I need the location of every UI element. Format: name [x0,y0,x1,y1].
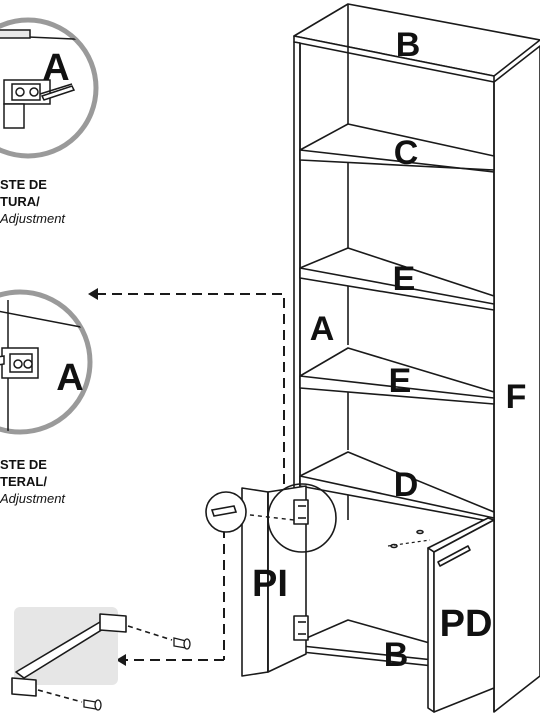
height-adjust-caption-line1: STE DE [0,177,47,192]
screw-upper [173,637,191,650]
door-PI [241,485,309,677]
lateral-adjust-caption-line2: TERAL/ [0,474,47,489]
lateral-adjust-caption: STE DE TERAL/ Adjustment [0,456,65,507]
lateral-adjust-detail [0,289,93,435]
shelf-E-upper [299,247,495,311]
label-shelf-C: C [394,134,419,172]
label-shelf-E-lower: E [389,362,412,400]
label-hinge-detail-2: A [56,357,83,399]
handle-detail [11,607,191,711]
label-shelf-D: D [394,466,419,504]
height-adjust-caption: STE DE TURA/ Adjustment [0,176,65,227]
label-door-PI: PI [252,563,288,605]
label-side-F: F [506,378,527,416]
arrowheads [88,288,126,666]
shelf-E-lower [299,347,495,405]
height-adjust-caption-line3: Adjustment [0,211,66,226]
shelf-C [299,123,495,173]
lateral-adjust-caption-line1: STE DE [0,457,47,472]
door-PD-handle [437,545,471,567]
height-adjust-caption-line2: TURA/ [0,194,40,209]
label-bottom-panel-B: B [384,636,409,674]
height-adjust-detail [0,17,99,159]
side-panel-A [293,41,301,491]
door-handle-detail [205,491,247,533]
hinge-zoom-circle [267,483,337,553]
label-top-panel-B: B [396,26,421,64]
label-door-PD: PD [440,603,493,645]
screw-lower [83,699,102,711]
label-shelf-E-upper: E [393,260,416,298]
door-hinge-lower [293,615,309,641]
lateral-adjust-caption-line3: Adjustment [0,491,66,506]
door-PD [390,517,495,713]
cabinet-carcass [293,3,540,713]
label-hinge-detail-1: A [42,47,69,89]
door-hinge-upper [293,499,309,525]
label-side-A: A [310,310,335,348]
